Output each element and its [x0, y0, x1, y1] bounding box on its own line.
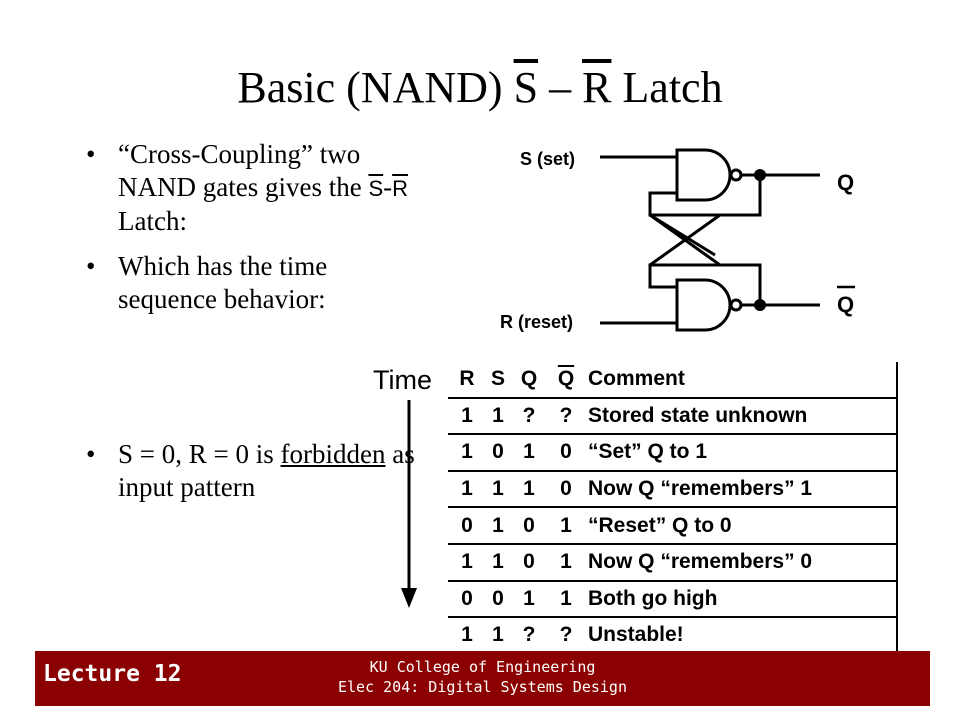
- nand-gate-bottom: [675, 278, 732, 332]
- cell-comment: Unstable!: [584, 617, 898, 655]
- cell-r: 0: [448, 580, 486, 619]
- title-s-bar: S: [513, 63, 539, 112]
- cell-qbar: ?: [548, 397, 584, 436]
- cell-r: 1: [448, 543, 486, 582]
- cross-wire-3: [649, 213, 721, 267]
- qbar-label: Q: [837, 292, 854, 317]
- cell-qbar: 1: [548, 507, 584, 545]
- cell-qbar: 0: [548, 434, 584, 472]
- bubble-top: [729, 168, 743, 182]
- bullet-tail: Latch:: [118, 206, 187, 236]
- bullet-underlined: forbidden: [280, 439, 386, 469]
- bullet-dot: •: [86, 251, 96, 281]
- header-r: R: [448, 362, 486, 399]
- lecture-label: Lecture 12: [43, 661, 182, 687]
- bullet-text: S = 0, R = 0 is: [118, 439, 281, 469]
- cell-q: 1: [510, 470, 548, 509]
- feedback-wire-2: [648, 263, 762, 305]
- cell-comment: Now Q “remembers” 1: [584, 470, 898, 509]
- header-comment: Comment: [584, 362, 898, 399]
- feedback-wire-1: [648, 175, 762, 217]
- cell-s: 1: [486, 470, 510, 509]
- bullet-dot: •: [86, 439, 96, 469]
- cell-qbar: ?: [548, 617, 584, 655]
- footer-center: KU College of Engineering Elec 204: Digi…: [35, 657, 930, 697]
- bullet-text: “Cross-Coupling” two NAND gates gives th…: [118, 139, 362, 202]
- cell-q: 0: [510, 507, 548, 545]
- cell-q: ?: [510, 617, 548, 655]
- cell-comment: Stored state unknown: [584, 397, 898, 436]
- cell-s: 1: [486, 397, 510, 436]
- title-r-bar: R: [582, 63, 612, 112]
- header-qbar: Q: [548, 362, 584, 399]
- bullet-item-1: • “Cross-Coupling” two NAND gates gives …: [86, 138, 426, 238]
- title-prefix: Basic (NAND): [237, 63, 514, 112]
- bullet-s-bar: S: [368, 176, 384, 201]
- cell-s: 0: [486, 434, 510, 472]
- cell-qbar: 1: [548, 543, 584, 582]
- bullet-dot: •: [86, 139, 96, 169]
- bullet-text: Which has the time sequence behavior:: [118, 251, 328, 314]
- cell-r: 1: [448, 397, 486, 436]
- cell-qbar: 1: [548, 580, 584, 619]
- header-q: Q: [510, 362, 548, 399]
- r-reset-label: R (reset): [500, 312, 573, 332]
- cell-q: 1: [510, 580, 548, 619]
- cell-s: 1: [486, 543, 510, 582]
- footer-line-1: KU College of Engineering: [369, 658, 596, 676]
- footer-line-2: Elec 204: Digital Systems Design: [338, 678, 627, 696]
- time-arrow-icon: [401, 400, 417, 608]
- cell-comment: Both go high: [584, 580, 898, 619]
- cell-comment: “Set” Q to 1: [584, 434, 898, 472]
- s-set-label: S (set): [520, 149, 575, 169]
- table-header-row: R S Q Q Comment: [448, 362, 898, 399]
- cell-s: 1: [486, 617, 510, 655]
- nand-gate-top: [675, 148, 732, 202]
- bullet-text-post: as input pattern: [118, 439, 415, 502]
- latch-circuit-diagram: S (set) R (reset) Q Q: [500, 148, 855, 332]
- title-dash: –: [538, 63, 583, 112]
- header-s: S: [486, 362, 510, 399]
- bullet-r-bar: R: [392, 176, 409, 201]
- bullet-item-2: • Which has the time sequence behavior:: [86, 250, 426, 316]
- bullet-sep: -: [383, 172, 393, 202]
- time-label: Time: [373, 365, 432, 395]
- slide-title: Basic (NAND) S – R Latch: [0, 60, 960, 116]
- cell-q: 1: [510, 434, 548, 472]
- cell-r: 1: [448, 470, 486, 509]
- junction-dot-top: [754, 169, 766, 181]
- bullet-list: • “Cross-Coupling” two NAND gates gives …: [86, 138, 426, 328]
- q-label: Q: [837, 170, 854, 195]
- cell-r: 1: [448, 434, 486, 472]
- junction-dot-bottom: [754, 299, 766, 311]
- title-suffix: Latch: [611, 63, 723, 112]
- footer-bar: Lecture 12 KU College of Engineering Ele…: [35, 651, 930, 706]
- cell-r: 1: [448, 617, 486, 655]
- bullet-item-3: • S = 0, R = 0 is forbidden as input pat…: [86, 438, 426, 504]
- cell-qbar: 0: [548, 470, 584, 509]
- cell-comment: “Reset” Q to 0: [584, 507, 898, 545]
- cell-comment: Now Q “remembers” 0: [584, 543, 898, 582]
- cell-s: 1: [486, 507, 510, 545]
- cell-r: 0: [448, 507, 486, 545]
- cell-s: 0: [486, 580, 510, 619]
- bubble-bottom: [729, 298, 743, 312]
- cell-q: ?: [510, 397, 548, 436]
- cell-q: 0: [510, 543, 548, 582]
